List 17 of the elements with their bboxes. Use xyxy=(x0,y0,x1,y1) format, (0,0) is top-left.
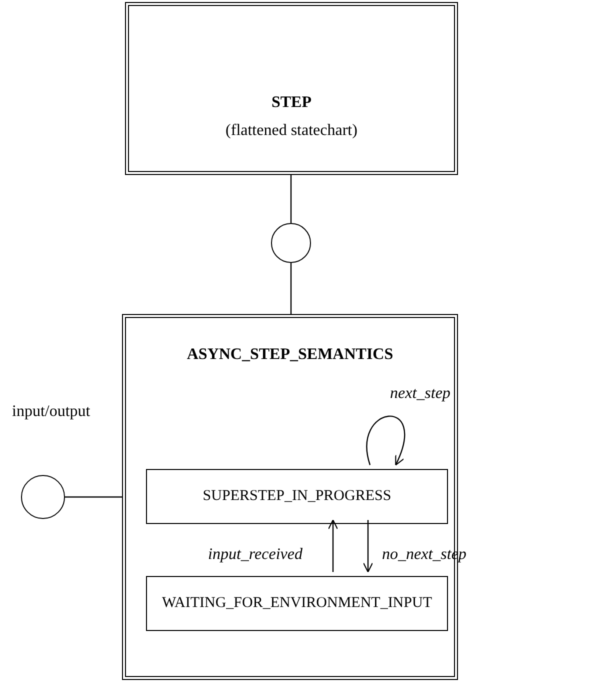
interface-circle xyxy=(21,475,65,519)
connector-line xyxy=(290,175,292,223)
state-box: SUPERSTEP_IN_PROGRESS xyxy=(146,469,448,524)
state-box: WAITING_FOR_ENVIRONMENT_INPUT xyxy=(146,576,448,631)
module-box xyxy=(125,2,458,175)
edge-label: input_received xyxy=(208,546,302,564)
connector-line xyxy=(290,263,292,314)
transition-arrow xyxy=(328,519,338,572)
module-title: ASYNC_STEP_SEMANTICS xyxy=(186,346,394,364)
interface-circle xyxy=(271,223,311,263)
transition-arrow xyxy=(366,416,406,466)
connector-line xyxy=(65,496,122,498)
module-subtitle: (flattened statechart) xyxy=(224,122,358,140)
port-label: input/output xyxy=(12,402,90,421)
edge-label: next_step xyxy=(390,385,450,403)
module-title: STEP xyxy=(270,94,312,112)
transition-arrow xyxy=(362,520,374,573)
